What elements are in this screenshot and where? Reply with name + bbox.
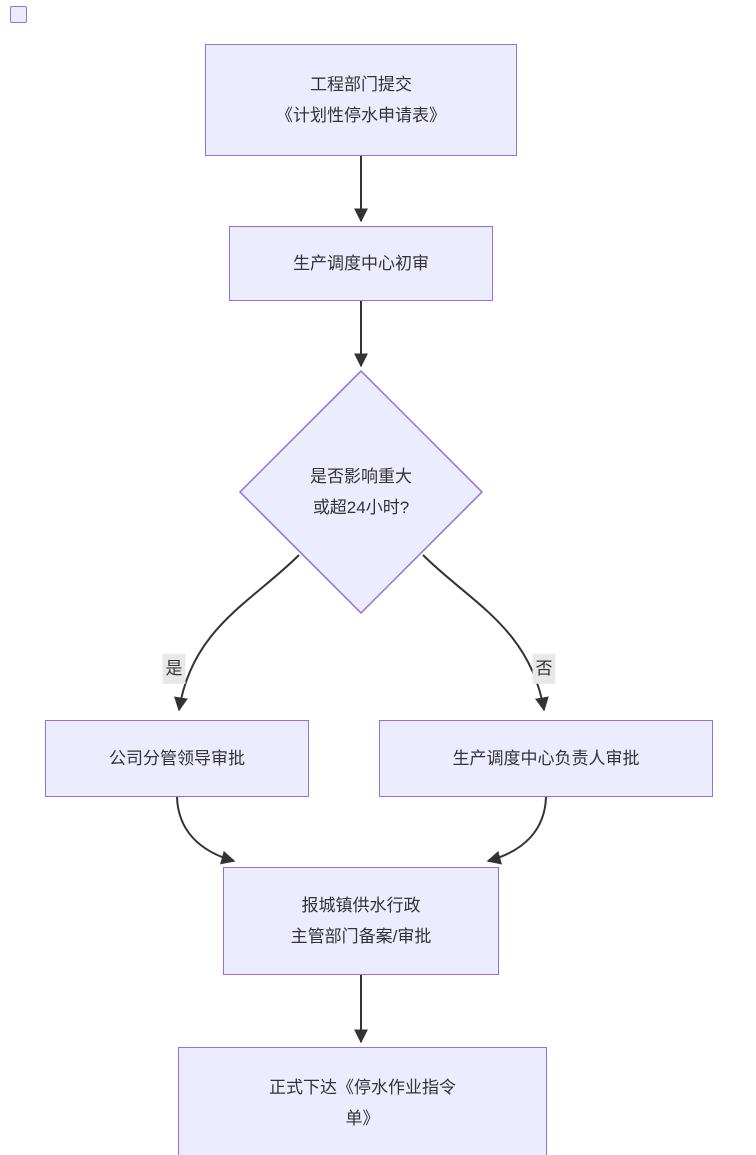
node-report-authority-line2: 主管部门备案/审批: [290, 927, 432, 946]
stray-node-square: [10, 6, 27, 23]
node-submit-line1: 工程部门提交: [310, 75, 412, 94]
node-center-head-approval-label: 生产调度中心负责人审批: [452, 749, 640, 768]
node-report-authority-line1: 报城镇供水行政: [301, 896, 421, 915]
node-submit-line2: 《计划性停水申请表》: [276, 106, 446, 125]
node-leader-approval-label: 公司分管领导审批: [109, 749, 245, 768]
node-decision: 是否影响重大 或超24小时?: [241, 372, 481, 612]
node-issue-order-line2: 单》: [345, 1109, 380, 1128]
node-submit: 工程部门提交 《计划性停水申请表》: [205, 44, 517, 156]
edge-centerhead-to-report: [486, 796, 547, 865]
node-decision-line1: 是否影响重大: [310, 467, 412, 486]
node-issue-order: 正式下达《停水作业指令 单》: [178, 1047, 547, 1155]
node-initial-review: 生产调度中心初审: [229, 226, 493, 301]
node-decision-line2: 或超24小时?: [312, 498, 410, 517]
node-issue-order-line1: 正式下达《停水作业指令: [269, 1078, 456, 1097]
node-initial-review-label: 生产调度中心初审: [293, 254, 429, 273]
node-report-authority: 报城镇供水行政 主管部门备案/审批: [223, 867, 499, 975]
node-leader-approval: 公司分管领导审批: [45, 720, 309, 797]
node-center-head-approval: 生产调度中心负责人审批: [379, 720, 713, 797]
edge-decision-yes: [174, 554, 300, 712]
edge-leader-to-report: [176, 796, 236, 865]
edge-label-no: 否: [532, 653, 556, 685]
edge-label-yes: 是: [162, 653, 186, 685]
decision-diamond-shape: [238, 369, 484, 615]
